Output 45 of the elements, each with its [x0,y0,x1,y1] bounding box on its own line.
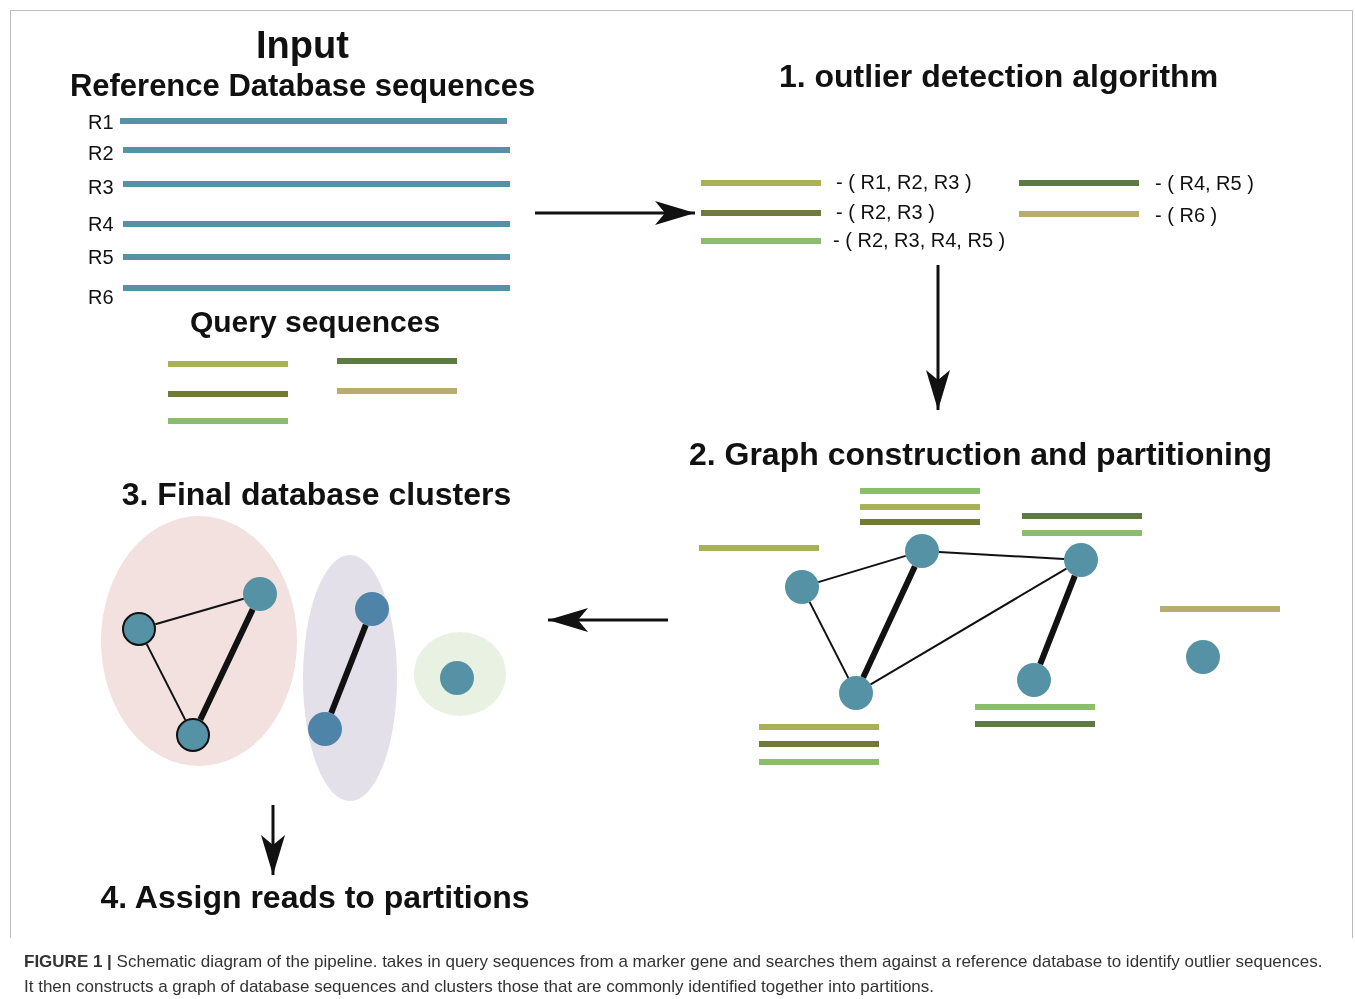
heading: 1. outlier detection algorithm [778,58,1219,95]
sequence-label: R2 [88,143,114,163]
arrow [261,805,285,875]
graph-edge [328,623,369,715]
sequence-label: - ( R2, R3, R4, R5 ) [833,230,1006,250]
graph-node-circle [440,661,474,695]
graph-node-circle [243,577,277,611]
graph-edge [808,601,850,679]
sequence-label: - ( R1, R2, R3 ) [836,172,972,192]
sequence-label: R5 [88,247,114,267]
graph-node-circle [122,612,156,646]
graph-edge [817,554,907,584]
heading: 4. Assign reads to partitions [100,879,530,916]
sequence-label: R4 [88,214,114,234]
graph-node-circle [1064,543,1098,577]
heading: 3. Final database clusters [121,476,512,513]
sequence-label: - ( R6 ) [1155,205,1218,225]
sequence-label: - ( R2, R3 ) [836,202,935,222]
graph-node-circle [355,592,389,626]
sequence-label: R6 [88,287,114,307]
sequence-label: - ( R4, R5 ) [1155,173,1254,193]
arrow [535,201,695,225]
graph-node-circle [1017,663,1051,697]
graph-node-circle [839,676,873,710]
graph-node-circle [308,712,342,746]
graph-node-circle [785,570,819,604]
graph-node-circle [176,718,210,752]
heading: Reference Database sequences [69,67,536,104]
arrow [926,265,950,410]
graph-node-circle [905,534,939,568]
graph-edge [197,608,256,721]
graph-node-circle [1186,640,1220,674]
sequence-label: R1 [88,112,114,132]
caption: FIGURE 1 | Schematic diagram of the pipeline. takes in query sequences from a marker gene and searches them against a reference database to identify outlier sequences. It then constructs a graph of database sequences and clusters those that are commonly identified together into partitions. [24,951,1324,998]
graph-edge [937,550,1066,561]
heading: Query sequences [189,305,441,340]
arrow [548,608,668,632]
graph-edge [860,565,918,679]
graph-edge [1037,574,1078,666]
graph-edge [145,643,187,721]
heading: 2. Graph construction and partitioning [688,436,1273,473]
sequence-label: R3 [88,177,114,197]
graph-edge [869,567,1068,686]
graph-edge [154,597,245,626]
heading: Input [256,24,349,68]
